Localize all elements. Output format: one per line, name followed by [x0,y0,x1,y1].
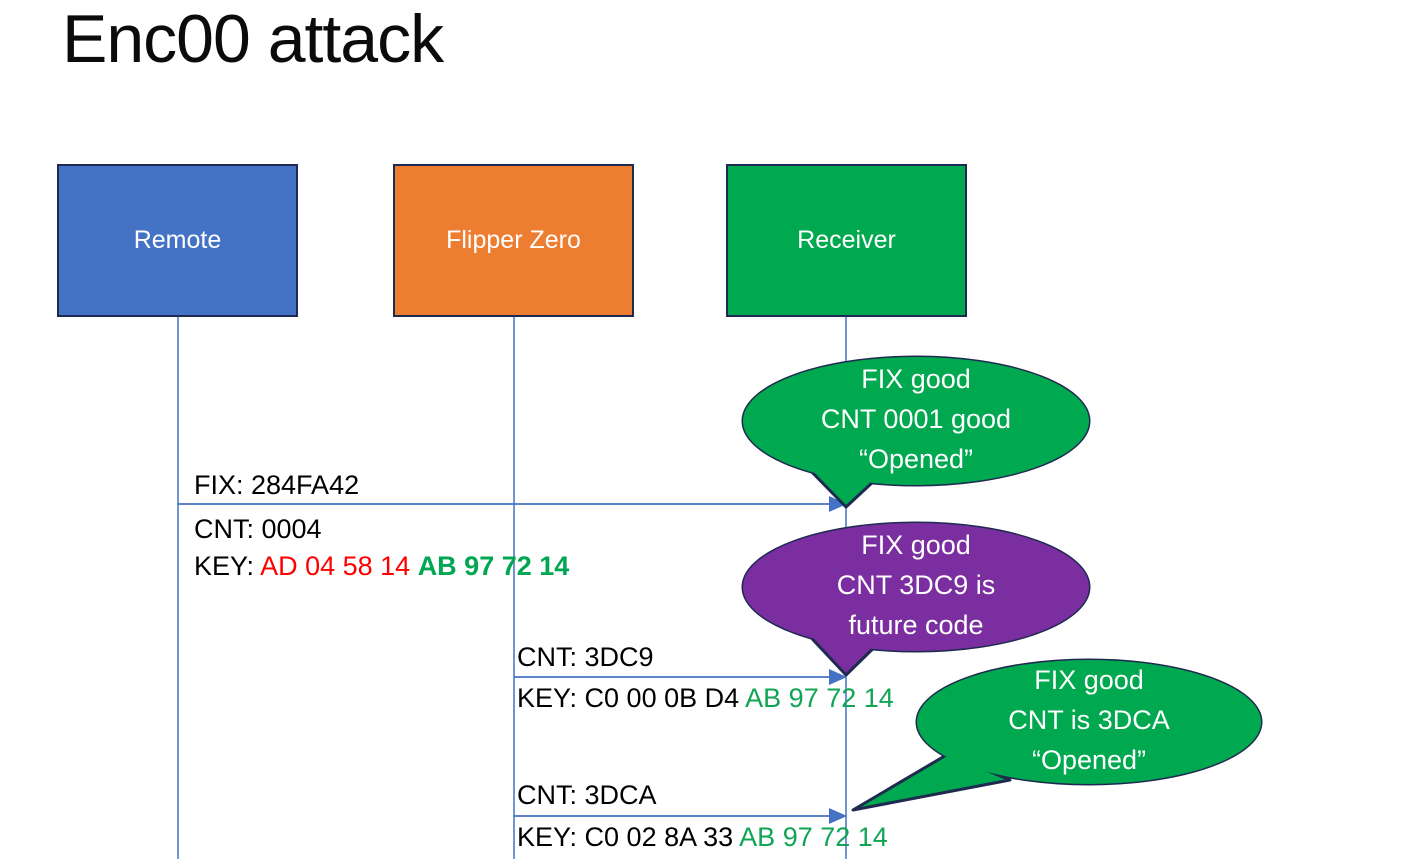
message-2-cnt-label: CNT: 3DC9 [517,642,654,672]
message-arrow-2 [514,669,847,685]
key-fixed-bytes: AB 97 72 14 [739,822,888,852]
actor-box-flipper-zero: Flipper Zero [393,164,634,317]
arrowhead-icon [829,808,847,824]
message-1-cnt-label: CNT: 0004 [194,514,322,544]
page-title: Enc00 attack [62,1,444,77]
message-3-key-label: KEY: C0 02 8A 33 AB 97 72 14 [517,821,888,854]
actor-label-receiver: Receiver [797,226,896,254]
speech-bubble-3-text: FIX good CNT is 3DCA “Opened” [917,660,1261,780]
actor-label-remote: Remote [133,226,222,254]
key-prefix: KEY: C0 02 8A 33 [517,822,740,852]
message-1-fix-label: FIX: 284FA42 [194,470,360,500]
speech-bubble-3-shape [851,658,1263,812]
bubble-line: “Opened” [1031,745,1147,775]
key-fixed-bytes: AB 97 72 14 [745,683,894,713]
message-arrow-3 [514,808,847,824]
message-1-key-label: KEY: AD 04 58 14 AB 97 72 14 [194,550,569,583]
bubble-line: FIX good [861,530,971,560]
key-fixed-bytes: AB 97 72 14 [417,551,570,581]
bubble-line: future code [848,610,984,640]
bubble-line: “Opened” [858,444,974,474]
arrowhead-icon [829,669,847,685]
arrowhead-icon [829,496,847,512]
bubble-line: CNT 3DC9 is [836,570,996,600]
bubble-line: CNT is 3DCA [1008,705,1170,735]
speech-bubble-2-shape [741,521,1091,677]
message-3-cnt-label: CNT: 3DCA [517,780,657,810]
speech-bubble-2-text: FIX good CNT 3DC9 is future code [743,525,1089,645]
key-prefix: KEY: [194,551,261,581]
bubble-line: FIX good [861,364,971,394]
speech-bubble-1-text: FIX good CNT 0001 good “Opened” [743,359,1089,479]
actor-box-remote: Remote [57,164,298,317]
message-arrow-1 [178,496,847,512]
key-changed-bytes: AD 04 58 14 [260,551,418,581]
message-2-key-label: KEY: C0 00 0B D4 AB 97 72 14 [517,682,894,715]
key-prefix: KEY: C0 00 0B D4 [517,683,746,713]
bubble-line: FIX good [1034,665,1144,695]
speech-bubble-1-shape [741,355,1091,509]
actor-box-receiver: Receiver [726,164,967,317]
bubble-line: CNT 0001 good [820,404,1012,434]
actor-label-flipper-zero: Flipper Zero [446,226,581,254]
